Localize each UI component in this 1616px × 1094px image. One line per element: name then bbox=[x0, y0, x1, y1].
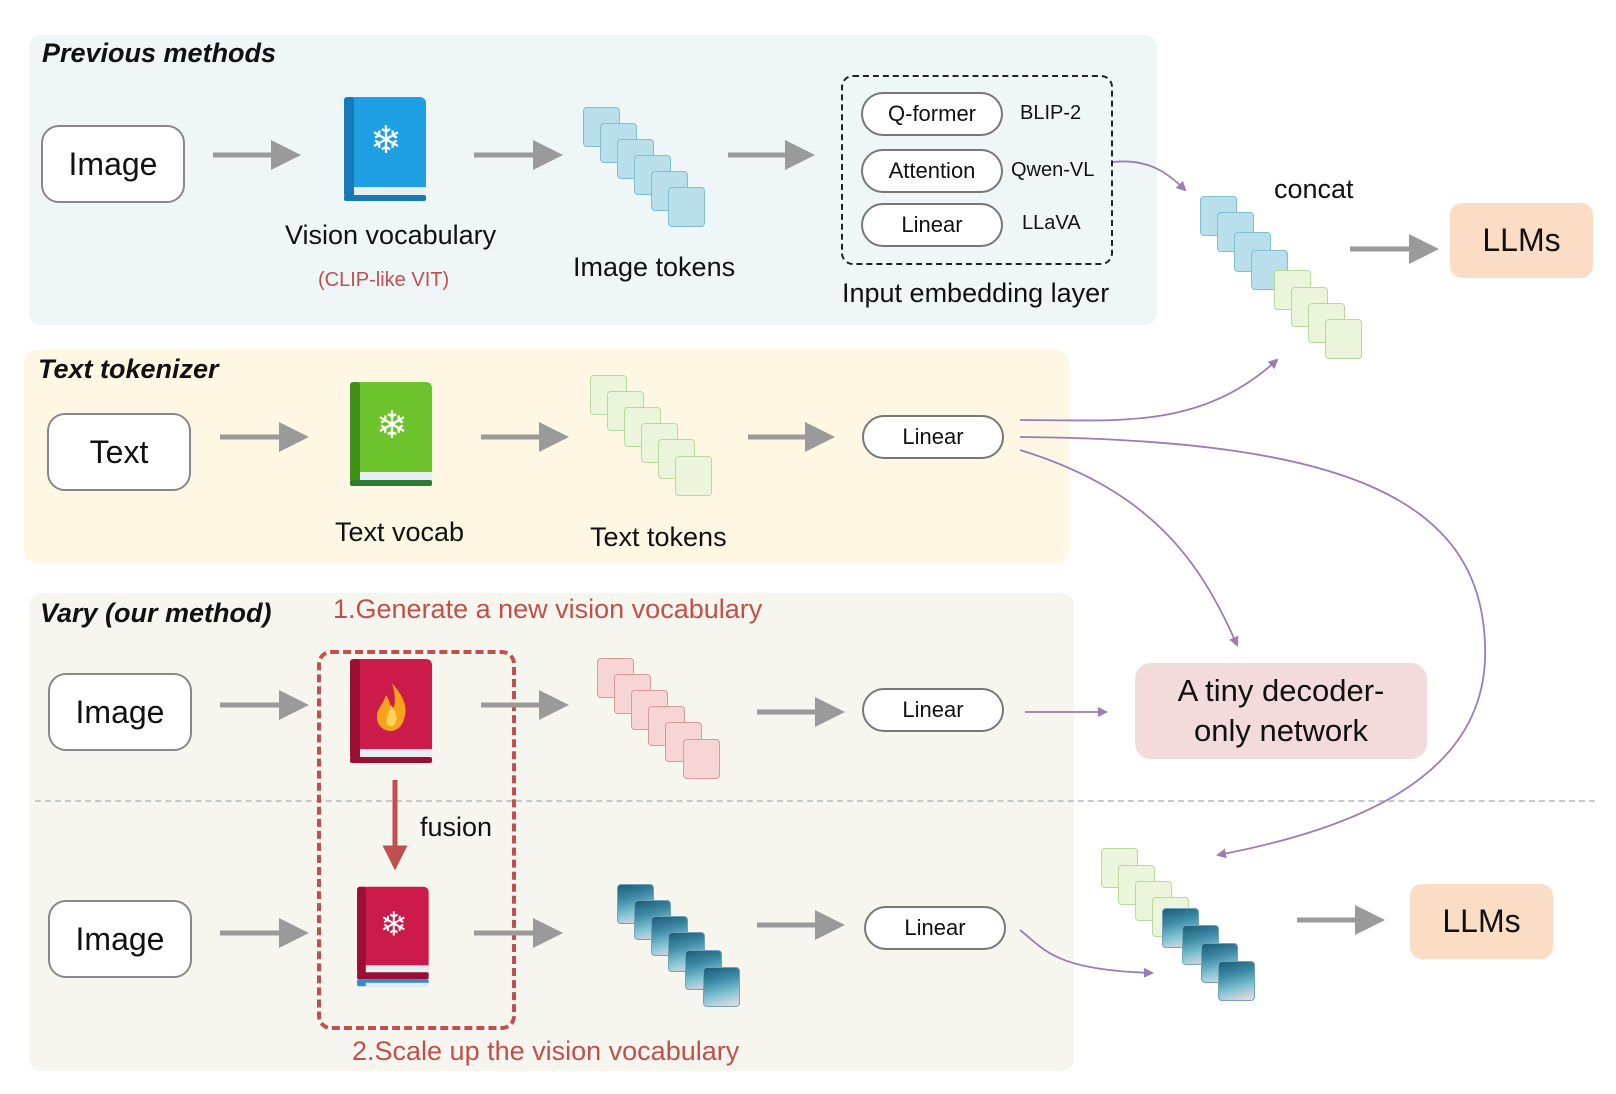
snowflake-icon: ❄ bbox=[380, 905, 408, 944]
text-input-box: Text bbox=[47, 413, 191, 491]
token bbox=[683, 739, 720, 779]
snowflake-icon: ❄ bbox=[370, 118, 402, 162]
previous-methods-title: Previous methods bbox=[42, 38, 277, 68]
new-vocab-highlight bbox=[317, 650, 516, 1030]
input-embedding-options-box bbox=[841, 75, 1113, 265]
section-divider bbox=[35, 800, 1595, 802]
connector-to-concat bbox=[1112, 160, 1187, 192]
image-tokens-label: Image tokens bbox=[573, 252, 736, 282]
llms-box-bottom: LLMs bbox=[1410, 884, 1553, 959]
vision-vocab-book-icon: ❄ bbox=[344, 97, 426, 201]
blip2-label: BLIP-2 bbox=[1020, 102, 1082, 124]
vary-linear-pill-2: Linear bbox=[864, 906, 1006, 950]
image-input-box: Image bbox=[41, 125, 185, 203]
vary-image-input-box: Image bbox=[48, 673, 192, 751]
token bbox=[675, 456, 712, 496]
tiny-decoder-box: A tiny decoder- only network bbox=[1135, 663, 1427, 759]
token bbox=[1325, 319, 1362, 359]
vary-method-panel bbox=[29, 593, 1074, 1071]
token bbox=[668, 187, 705, 227]
vary-image-input-box-2: Image bbox=[48, 900, 192, 978]
text-tokens-label: Text tokens bbox=[590, 522, 727, 552]
new-vocab-book-icon bbox=[350, 659, 432, 763]
text-vocab-book-icon: ❄ bbox=[350, 382, 432, 486]
connector-text-to-concat bbox=[1019, 358, 1279, 422]
purple-connectors bbox=[1019, 160, 1486, 978]
vary-title: Vary (our method) bbox=[40, 598, 272, 628]
concat-label: concat bbox=[1274, 174, 1354, 204]
text-linear-pill: Linear bbox=[862, 415, 1004, 459]
token bbox=[703, 967, 740, 1007]
fused-vocab-book-icon: ❄ bbox=[357, 886, 429, 987]
step2-label: 2.Scale up the vision vocabulary bbox=[352, 1036, 740, 1066]
vary-linear-pill: Linear bbox=[862, 688, 1004, 732]
q-former-pill: Q-former bbox=[861, 92, 1003, 136]
text-tokenizer-title: Text tokenizer bbox=[38, 354, 219, 384]
connector-text-to-decoder bbox=[1019, 449, 1239, 647]
connector-text-to-final bbox=[1019, 436, 1486, 859]
vision-vocab-label: Vision vocabulary bbox=[285, 220, 497, 250]
gray-flow-arrows bbox=[213, 140, 1439, 948]
connector-to-final-concat bbox=[1019, 929, 1154, 978]
decoder-line-2: only network bbox=[1193, 713, 1368, 748]
qwen-vl-label: Qwen-VL bbox=[1011, 159, 1095, 181]
flame-icon bbox=[376, 683, 406, 731]
snowflake-icon: ❄ bbox=[376, 403, 408, 447]
step1-label: 1.Generate a new vision vocabulary bbox=[333, 594, 763, 624]
attention-pill: Attention bbox=[861, 149, 1003, 193]
linear-pill: Linear bbox=[861, 203, 1003, 247]
token bbox=[1218, 961, 1255, 1001]
fusion-label: fusion bbox=[420, 812, 493, 842]
decoder-line-1: A tiny decoder- bbox=[1177, 673, 1385, 708]
llms-box-top: LLMs bbox=[1450, 203, 1593, 278]
llava-label: LLaVA bbox=[1022, 212, 1081, 234]
text-vocab-label: Text vocab bbox=[335, 517, 465, 547]
input-embedding-layer-label: Input embedding layer bbox=[842, 278, 1110, 308]
vision-vocab-sublabel: (CLIP-like VIT) bbox=[318, 269, 450, 291]
